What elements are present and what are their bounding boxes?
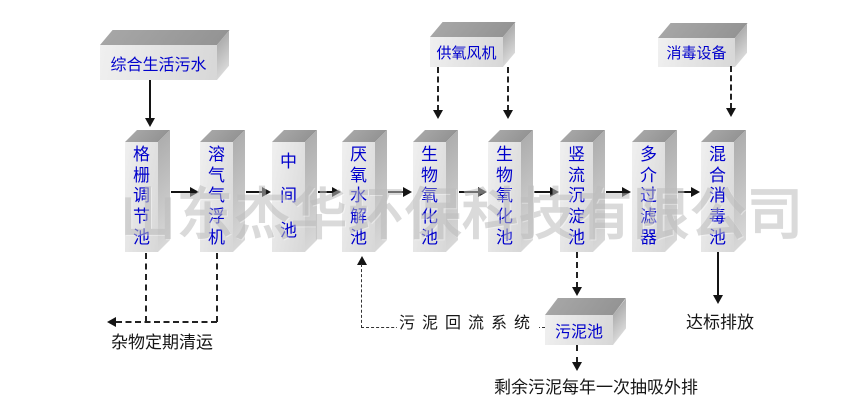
box-front-face: 生物氧化池 — [488, 142, 521, 252]
stage-label: 中间池 — [280, 151, 297, 242]
arrow-line — [507, 67, 509, 111]
arrow-head-right — [691, 187, 700, 197]
arrow-head-left — [107, 317, 116, 327]
stage-box-dissolved-air-flotation: 溶气气浮机 — [200, 130, 245, 252]
stage-box-bio-oxidation-tank-2: 生物氧化池 — [488, 130, 533, 252]
annotation-excess-sludge: 剩余污泥每年一次抽吸外排 — [494, 378, 698, 398]
arrow-head-right — [332, 187, 341, 197]
arrow-head-down — [572, 362, 582, 371]
stage-label: 生物氧化池 — [496, 144, 513, 249]
arrow-head-down — [145, 118, 155, 127]
stage-label: 多介过滤器 — [640, 144, 657, 249]
arrow-line — [459, 191, 479, 193]
source-box-domestic-sewage: 综合生活污水 — [100, 30, 230, 80]
box-front-face: 多介过滤器 — [632, 142, 665, 252]
stage-box-vertical-flow-sedimentation-tank: 竖流沉淀池 — [560, 130, 605, 252]
sludge-tank-label: 污泥池 — [554, 322, 603, 341]
source-box-oxygen-blower: 供氧风机 — [430, 22, 516, 67]
stage-box-intermediate-tank: 中间池 — [272, 130, 317, 252]
arrow-line — [171, 191, 190, 193]
sludge-tank-box: 污泥池 — [545, 298, 627, 345]
arrow-line — [678, 191, 692, 193]
source-label-oxygen-blower: 供氧风机 — [436, 43, 497, 62]
box-side-face — [593, 130, 605, 252]
box-front-face: 混合消毒池 — [701, 142, 734, 252]
arrow-line — [318, 191, 333, 193]
arrow-head-right — [550, 187, 559, 197]
box-side-face — [734, 130, 746, 252]
box-front-face: 生物氧化池 — [413, 142, 446, 252]
stage-label: 格栅调节池 — [133, 144, 150, 249]
arrow-head-down — [572, 287, 582, 296]
arrow-line — [534, 191, 551, 193]
stage-box-grid-regulation-tank: 格栅调节池 — [125, 130, 170, 252]
box-side-face — [446, 130, 458, 252]
stage-label: 竖流沉淀池 — [568, 144, 585, 249]
arrow-head-down — [503, 110, 513, 119]
box-top-face — [100, 30, 230, 45]
arrow-line — [576, 252, 578, 288]
box-side-face — [158, 130, 170, 252]
arrow-line — [576, 345, 578, 363]
arrow-head-right — [478, 187, 487, 197]
arrow-head-up — [357, 256, 367, 265]
box-front-face: 消毒设备 — [658, 38, 735, 67]
stage-box-mixing-disinfection-tank: 混合消毒池 — [701, 130, 746, 252]
box-front-face: 供氧风机 — [430, 37, 503, 67]
stage-label: 溶气气浮机 — [208, 144, 225, 249]
arrow-head-right — [262, 187, 271, 197]
box-front-face: 竖流沉淀池 — [560, 142, 593, 252]
box-front-face: 综合生活污水 — [100, 45, 217, 80]
box-front-face: 污泥池 — [545, 315, 613, 345]
stage-label: 厌氧水解池 — [350, 144, 367, 249]
stage-label: 生物氧化池 — [421, 144, 438, 249]
arrow-line — [730, 66, 732, 109]
box-side-face — [375, 130, 387, 252]
source-box-disinfection-equipment: 消毒设备 — [658, 23, 748, 67]
box-front-face: 格栅调节池 — [125, 142, 158, 252]
annotation-debris-removal: 杂物定期清运 — [111, 333, 213, 353]
arrow-head-down — [433, 110, 443, 119]
arrow-line — [437, 67, 439, 111]
box-side-face — [521, 130, 533, 252]
box-side-face — [233, 130, 245, 252]
box-top-face — [430, 22, 516, 37]
path-line-horizontal — [116, 321, 217, 323]
path-line-vertical-2 — [216, 253, 218, 322]
source-label-disinfection-equipment: 消毒设备 — [666, 44, 727, 62]
arrow-line — [246, 191, 263, 193]
path-line-vertical-1 — [145, 253, 147, 322]
stage-box-anaerobic-hydrolysis-tank: 厌氧水解池 — [342, 130, 387, 252]
arrow-line — [606, 191, 623, 193]
arrow-head-down — [726, 108, 736, 117]
annotation-discharge: 达标排放 — [686, 313, 754, 333]
arrow-head-right — [622, 187, 631, 197]
box-front-face: 中间池 — [272, 142, 305, 252]
source-label-domestic-sewage: 综合生活污水 — [110, 54, 207, 74]
stage-box-bio-oxidation-tank-1: 生物氧化池 — [413, 130, 458, 252]
path-line-vertical — [361, 264, 362, 328]
box-top-face — [658, 23, 748, 38]
stage-label: 混合消毒池 — [709, 144, 726, 249]
box-side-face — [665, 130, 677, 252]
annotation-sludge-return: 污泥回流系统 — [397, 309, 540, 333]
stage-box-multi-media-filter: 多介过滤器 — [632, 130, 677, 252]
box-front-face: 溶气气浮机 — [200, 142, 233, 252]
arrow-line — [388, 191, 404, 193]
arrow-line — [149, 80, 151, 120]
arrow-head-down — [713, 295, 723, 304]
box-side-face — [305, 130, 317, 252]
box-front-face: 厌氧水解池 — [342, 142, 375, 252]
arrow-head-right — [403, 187, 412, 197]
arrow-line — [717, 252, 719, 296]
arrow-head-right — [190, 187, 199, 197]
